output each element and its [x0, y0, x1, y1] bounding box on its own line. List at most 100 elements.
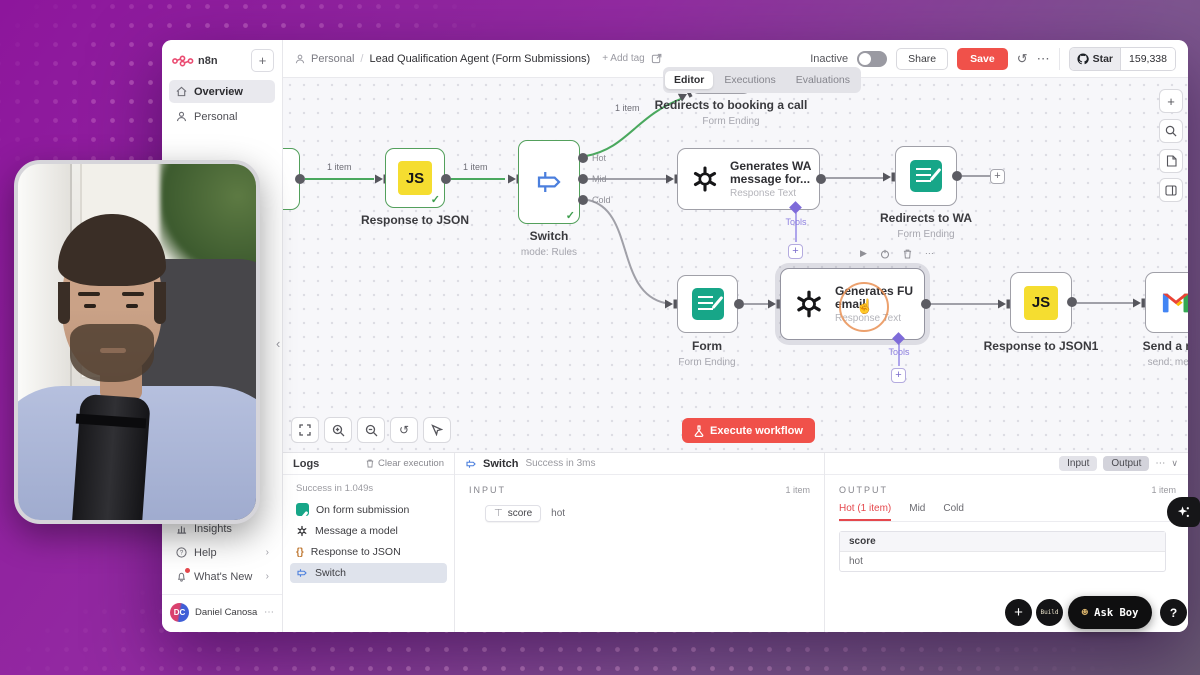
share-button[interactable]: Share [896, 47, 949, 70]
execute-workflow-button[interactable]: Execute workflow [682, 418, 815, 443]
output-port-mid[interactable] [578, 174, 588, 184]
node-response-to-json[interactable]: JS ✓ [385, 148, 445, 208]
add-tool-button[interactable]: + [788, 244, 803, 259]
user-menu[interactable]: DC Daniel Canosa ⋯ [162, 594, 282, 630]
node-redirects-to-wa[interactable] [895, 146, 957, 206]
execution-panel: Logs Clear execution Success in 1.049s O… [283, 452, 1188, 632]
tab-evaluations[interactable]: Evaluations [795, 74, 851, 86]
assistant-add-button[interactable]: + [1005, 599, 1032, 626]
log-item-on-form-submission[interactable]: On form submission [290, 499, 447, 520]
sidebar-item-whats-new[interactable]: What's New › [169, 565, 275, 588]
form-icon [910, 160, 942, 192]
zoom-in-button[interactable] [324, 417, 352, 443]
node-more-icon[interactable]: ⋯ [924, 248, 934, 258]
output-port[interactable] [441, 174, 451, 184]
view-tabs: Editor Executions Evaluations [663, 67, 862, 93]
ai-assistant-edge-button[interactable] [1167, 497, 1200, 527]
log-item-message-a-model[interactable]: Message a model [290, 521, 447, 541]
new-workflow-button[interactable]: + [251, 49, 274, 72]
sidebar-item-insights[interactable]: Insights [169, 517, 275, 540]
node-switch[interactable]: ✓ [518, 140, 580, 224]
log-item-response-to-json[interactable]: {} Response to JSON [296, 546, 401, 558]
github-star-widget[interactable]: Star 159,338 [1068, 46, 1176, 71]
zoom-out-button[interactable] [357, 417, 385, 443]
flask-icon [694, 424, 704, 437]
add-node-panel-button[interactable]: + [1159, 89, 1183, 113]
tidy-up-button[interactable] [423, 417, 451, 443]
edit-icon[interactable] [651, 53, 662, 64]
node-generates-wa-message[interactable]: Generates WA message for... Response Tex… [677, 148, 820, 210]
panel-more-icon[interactable]: ⋯ [1155, 458, 1166, 469]
output-port-hot[interactable] [578, 153, 588, 163]
ask-boy-button[interactable]: ☻ Ask Boy [1068, 596, 1152, 629]
output-port-cold[interactable] [578, 195, 588, 205]
node-send-message[interactable] [1145, 272, 1188, 333]
play-node-icon[interactable]: ▶ [860, 248, 867, 258]
input-field-pill[interactable]: ⊤ score [485, 505, 542, 522]
tab-editor[interactable]: Editor [665, 71, 714, 89]
more-menu-icon[interactable]: ⋯ [1036, 50, 1050, 66]
add-tag-button[interactable]: + Add tag [602, 53, 645, 64]
switch-sign-icon [534, 167, 564, 197]
workflow-edges [305, 88, 1145, 366]
history-icon[interactable]: ↺ [1016, 50, 1028, 66]
fit-view-button[interactable] [291, 417, 319, 443]
build-button[interactable]: Build [1036, 599, 1063, 626]
layout-panel-button[interactable] [1159, 178, 1183, 202]
output-tab-hot[interactable]: Hot (1 item) [839, 503, 892, 521]
star-label: Star [1092, 52, 1114, 65]
gmail-icon [1161, 291, 1188, 315]
output-port[interactable] [952, 171, 962, 181]
workflow-canvas[interactable]: Redirects to booking a call Form Ending … [283, 78, 1188, 452]
success-check-icon: ✓ [430, 194, 440, 206]
output-port[interactable] [921, 299, 931, 309]
output-port[interactable] [816, 174, 826, 184]
save-button[interactable]: Save [957, 47, 1008, 70]
n8n-logo: n8n [172, 55, 218, 67]
node-form[interactable] [677, 275, 738, 333]
output-label-mid: Mid [592, 174, 607, 184]
help-button[interactable]: ? [1160, 599, 1187, 626]
workflow-title[interactable]: Lead Qualification Agent (Form Submissio… [369, 52, 591, 65]
node-label: Response to JSON [360, 213, 470, 227]
tools-label: Tools [785, 217, 807, 227]
add-tool-button[interactable]: + [891, 368, 906, 383]
toggle-input-button[interactable]: Input [1059, 456, 1098, 471]
sidebar-item-personal[interactable]: Personal [169, 105, 275, 128]
output-port[interactable] [1067, 297, 1077, 307]
node-label: Response to JSON1 [983, 339, 1099, 353]
input-field-value: hot [551, 508, 566, 519]
search-button[interactable] [1159, 119, 1183, 143]
user-more-icon[interactable]: ⋯ [264, 607, 274, 618]
sticky-note-button[interactable] [1159, 149, 1183, 173]
edge-item-count: 1 item [461, 162, 490, 172]
trash-icon[interactable] [903, 249, 912, 259]
node-label: Form Form Ending [678, 339, 736, 369]
sidebar-item-help[interactable]: ? Help › [169, 541, 275, 564]
active-toggle[interactable] [857, 50, 888, 67]
output-port[interactable] [295, 174, 305, 184]
panel-collapse-icon[interactable]: ∨ [1171, 458, 1178, 468]
tools-label: Tools [888, 347, 910, 357]
undo-button[interactable]: ↺ [390, 417, 418, 443]
sidebar-item-overview[interactable]: Overview [169, 80, 275, 103]
click-indicator [839, 282, 889, 332]
node-response-to-json1[interactable]: JS [1010, 272, 1072, 333]
output-panel: Input Output ⋯ ∨ OUTPUT 1 item Hot (1 it… [825, 453, 1188, 632]
breadcrumb: Personal / Lead Qualification Agent (For… [295, 53, 662, 65]
output-tab-mid[interactable]: Mid [909, 503, 926, 514]
output-tab-cold[interactable]: Cold [943, 503, 964, 514]
toggle-output-button[interactable]: Output [1103, 456, 1150, 471]
output-port[interactable] [734, 299, 744, 309]
clear-execution-button[interactable]: Clear execution [366, 458, 444, 469]
breadcrumb-project[interactable]: Personal [311, 52, 355, 65]
log-item-switch[interactable]: Switch [290, 563, 447, 583]
add-node-button[interactable]: + [990, 169, 1005, 184]
power-icon[interactable] [880, 249, 890, 259]
node-subtitle: Response Text [730, 187, 796, 199]
collapse-sidebar-icon[interactable]: ‹ [276, 336, 281, 351]
person-icon [175, 110, 188, 123]
tab-executions[interactable]: Executions [724, 74, 776, 86]
success-check-icon: ✓ [565, 210, 575, 222]
